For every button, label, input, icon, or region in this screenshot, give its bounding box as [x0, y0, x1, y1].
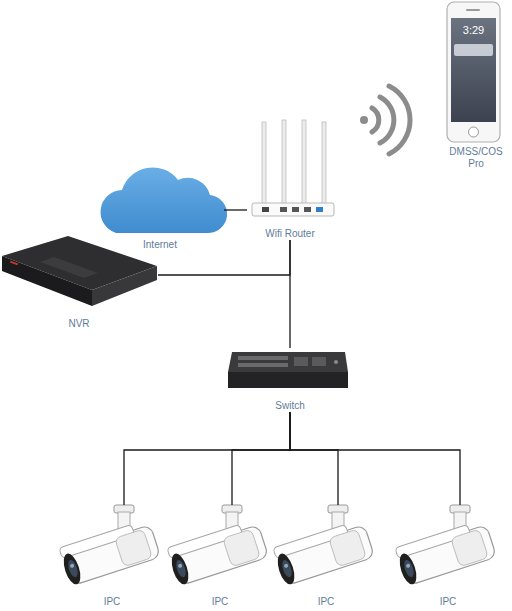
router-illustration [322, 122, 326, 204]
network-cable [124, 412, 290, 505]
phone-illustration [447, 2, 500, 142]
wifi-signal [372, 108, 379, 132]
network-cable [158, 240, 290, 275]
device-label: Wifi Router [247, 228, 333, 240]
cloud-node: Internet [96, 165, 224, 251]
camera-illustration [272, 505, 375, 586]
switch-illustration [228, 352, 348, 388]
camera-illustration [58, 505, 161, 586]
phone-illustration [469, 127, 479, 137]
switch-illustration [294, 357, 308, 366]
device-label: IPC [62, 596, 162, 608]
router-node: Wifi Router [247, 116, 333, 240]
switch-illustration [228, 372, 348, 388]
network-cable [289, 240, 290, 348]
cloud-illustration [101, 167, 228, 233]
phone-illustration [447, 2, 500, 142]
device-label: Internet [96, 239, 224, 251]
wifi-signal [380, 97, 394, 143]
camera-node: IPC [276, 505, 376, 608]
device-label: IPC [276, 596, 376, 608]
router-illustration [292, 207, 299, 212]
switch-node: Switch [226, 348, 354, 412]
wifi-signal [360, 116, 368, 124]
phone-illustration [466, 9, 480, 11]
device-label: DMSS/COS Pro [446, 146, 506, 170]
camera-illustration [166, 505, 269, 586]
switch-illustration [228, 352, 348, 372]
router-illustration [316, 207, 323, 212]
switch-illustration [312, 357, 326, 366]
device-label: IPC [170, 596, 270, 608]
router-illustration [262, 122, 266, 204]
device-label: IPC [398, 596, 498, 608]
nvr-illustration [40, 257, 98, 278]
router-illustration [262, 207, 269, 212]
network-cable [224, 209, 247, 210]
switch-illustration [334, 360, 338, 364]
camera-node: IPC [62, 505, 162, 608]
router-illustration [304, 207, 311, 212]
network-cable [290, 412, 460, 505]
device-label: NVR [0, 318, 158, 330]
phone-illustration [451, 18, 496, 122]
router-illustration [252, 120, 334, 216]
router-illustration [252, 203, 334, 216]
screen-clock: 3:29 [451, 24, 496, 36]
device-label: Switch [226, 400, 354, 412]
network-cable [232, 412, 290, 505]
nvr-illustration [2, 236, 157, 306]
phone-illustration [454, 44, 493, 56]
camera-illustration [58, 505, 497, 586]
switch-illustration [238, 356, 288, 360]
camera-illustration [394, 505, 497, 586]
wifi-signal [360, 86, 410, 154]
cloud-illustration [101, 167, 228, 233]
router-illustration [282, 120, 286, 204]
network-cable [290, 412, 338, 505]
nvr-illustration [92, 266, 157, 306]
wifi-signal [389, 86, 410, 154]
camera-node: IPC [398, 505, 498, 608]
camera-node: IPC [170, 505, 270, 608]
nvr-illustration [10, 261, 18, 266]
router-illustration [280, 207, 287, 212]
switch-illustration [238, 363, 288, 367]
router-illustration [302, 120, 306, 204]
nvr-node: NVR [0, 230, 158, 330]
